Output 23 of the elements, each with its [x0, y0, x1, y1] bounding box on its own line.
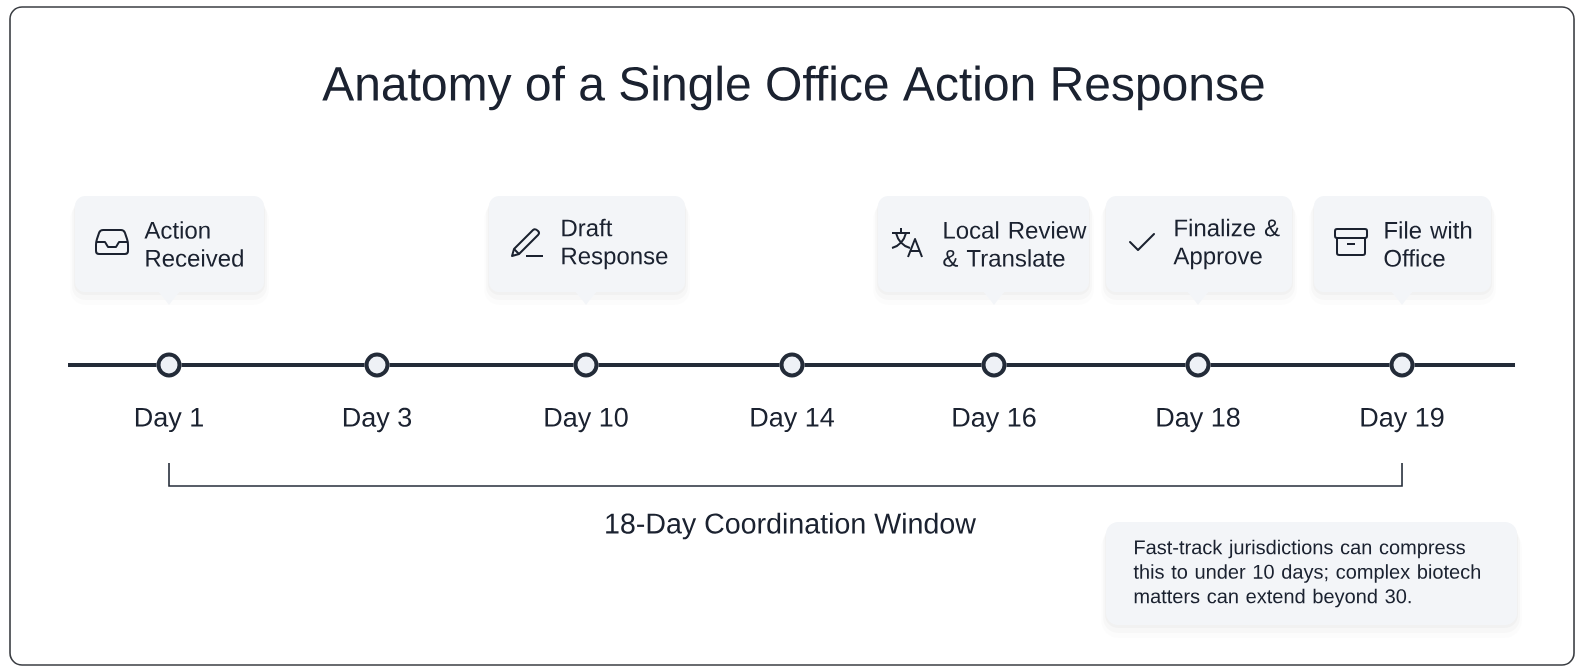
note-box: Fast-track jurisdictions can compress this to under 10 days; complex biotech matters can extend beyond 30. — [1101, 522, 1522, 638]
callout-box: Local Review & Translate — [873, 196, 1094, 305]
timeline-line — [68, 363, 157, 367]
bracket-label: 18-Day Coordination Window — [606, 512, 976, 540]
timeline-line — [1210, 363, 1390, 367]
callout-box: Finalize & Approve — [1101, 196, 1297, 305]
timeline-line — [804, 363, 982, 367]
day-label: Day 1 — [135, 407, 203, 433]
timeline-line — [389, 363, 574, 367]
day-label: Day 19 — [1361, 407, 1444, 433]
callout-box: File with Office — [1309, 196, 1496, 305]
day-label: Day 3 — [343, 407, 412, 433]
timeline-line — [181, 363, 365, 367]
timeline-line — [598, 363, 780, 367]
day-label: Day 14 — [751, 407, 834, 433]
day-label: Day 10 — [545, 407, 628, 433]
day-label: Day 16 — [953, 407, 1036, 433]
callout-box: Action Received — [70, 196, 269, 305]
day-label: Day 18 — [1157, 407, 1240, 433]
timeline-line — [1414, 363, 1515, 367]
callout-box: Draft Response — [484, 196, 690, 305]
timeline-line — [1006, 363, 1186, 367]
title: Anatomy of a Single Office Action Response — [322, 65, 1264, 111]
